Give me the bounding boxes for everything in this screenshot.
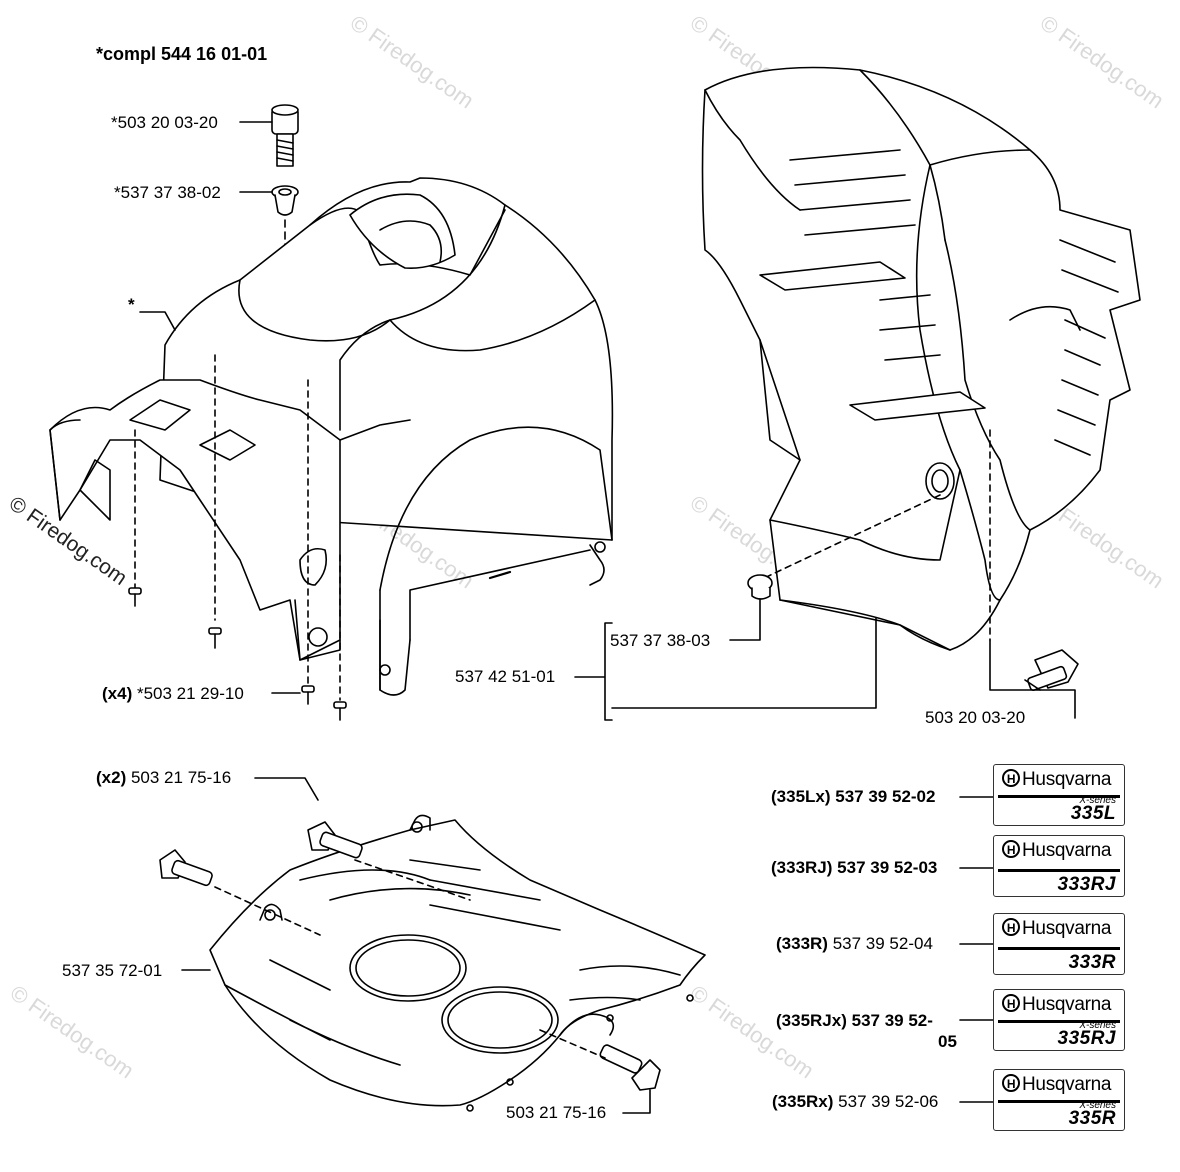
part-label-screws-x2: (x2) 503 21 75-16 bbox=[96, 768, 231, 788]
skid-plate-icon bbox=[209, 814, 706, 1112]
part-number-screws-x4: *503 21 29-10 bbox=[136, 684, 244, 703]
part-label-plate: 537 35 72-01 bbox=[62, 961, 163, 980]
husqvarna-logo-icon: H bbox=[1002, 994, 1020, 1012]
quantity-x4: (x4) bbox=[102, 684, 133, 703]
decal-part-number: 537 39 52-02 bbox=[835, 787, 936, 806]
model-text: 335RJ bbox=[1057, 1028, 1116, 1049]
model-text: 333R bbox=[1068, 952, 1116, 973]
decal-rule bbox=[998, 795, 1120, 798]
screw-top-icon bbox=[271, 104, 299, 167]
part-label-screw-plate: 503 21 75-16 bbox=[506, 1103, 607, 1122]
decal-label-4: (335Rx) 537 39 52-06 bbox=[772, 1092, 938, 1112]
model-text: 335L bbox=[1070, 803, 1116, 824]
small-screw-icon bbox=[128, 587, 142, 607]
decal-rule bbox=[998, 869, 1120, 872]
husqvarna-logo-icon: H bbox=[1002, 840, 1020, 858]
part-label-screws-x4: (x4) *503 21 29-10 bbox=[102, 684, 244, 704]
decal-rule bbox=[998, 947, 1120, 950]
cylinder-cover-icon bbox=[49, 177, 614, 696]
screw-plate-bottom-icon bbox=[599, 1044, 661, 1091]
screw-plate-left-icon bbox=[159, 849, 213, 887]
decal-label-3-cont: 05 bbox=[938, 1032, 957, 1051]
part-label-bushing-right: 537 37 38-03 bbox=[610, 631, 711, 650]
quantity-x2: (x2) bbox=[96, 768, 127, 787]
husqvarna-logo-icon: H bbox=[1002, 918, 1020, 936]
part-label-screw-right: 503 20 03-20 bbox=[925, 708, 1026, 727]
small-screw-icon bbox=[301, 685, 315, 705]
decal-label-1: (333RJ) 537 39 52-03 bbox=[771, 858, 937, 878]
decal-part-number: 537 39 52- bbox=[851, 1011, 933, 1030]
part-number-screws-x2: 503 21 75-16 bbox=[130, 768, 232, 787]
part-label-bushing-top: *537 37 38-02 bbox=[114, 183, 221, 202]
decal-rule bbox=[998, 1020, 1120, 1023]
part-label-screw-top: *503 20 03-20 bbox=[111, 113, 218, 132]
cover-asterisk-label: * bbox=[128, 295, 135, 314]
screw-right-icon bbox=[1024, 649, 1079, 692]
model-text: 333RJ bbox=[1057, 874, 1116, 895]
model-code: (335Rx) bbox=[772, 1092, 834, 1111]
decal-label-0: (335Lx) 537 39 52-02 bbox=[771, 787, 935, 807]
model-code: (335Lx) bbox=[771, 787, 831, 806]
series-text: X-series bbox=[1079, 795, 1116, 806]
decal-label-3: (335RJx) 537 39 52- bbox=[776, 1011, 933, 1031]
decal-part-number: 537 39 52-03 bbox=[837, 858, 938, 877]
husqvarna-logo-icon: H bbox=[1002, 769, 1020, 787]
series-text: X-series bbox=[1079, 1100, 1116, 1111]
shroud-icon bbox=[701, 66, 1141, 651]
small-screw-icon bbox=[208, 627, 222, 649]
decal-part-number: 537 39 52-04 bbox=[832, 934, 933, 953]
model-text: 335R bbox=[1068, 1108, 1116, 1129]
decal-rule bbox=[998, 1100, 1120, 1103]
bushing-right-icon bbox=[747, 574, 773, 600]
model-code: (333R) bbox=[776, 934, 828, 953]
part-label-shroud: 537 42 51-01 bbox=[455, 667, 556, 686]
decal-part-number: 537 39 52-06 bbox=[838, 1092, 939, 1111]
model-code: (333RJ) bbox=[771, 858, 833, 877]
series-text: X-series bbox=[1079, 1020, 1116, 1031]
model-code: (335RJx) bbox=[776, 1011, 847, 1030]
assembly-heading: *compl 544 16 01-01 bbox=[96, 44, 268, 64]
bushing-top-icon bbox=[271, 185, 299, 216]
husqvarna-logo-icon: H bbox=[1002, 1074, 1020, 1092]
screw-plate-top-icon bbox=[307, 821, 363, 859]
decal-label-2: (333R) 537 39 52-04 bbox=[776, 934, 933, 954]
small-screw-icon bbox=[333, 701, 347, 721]
